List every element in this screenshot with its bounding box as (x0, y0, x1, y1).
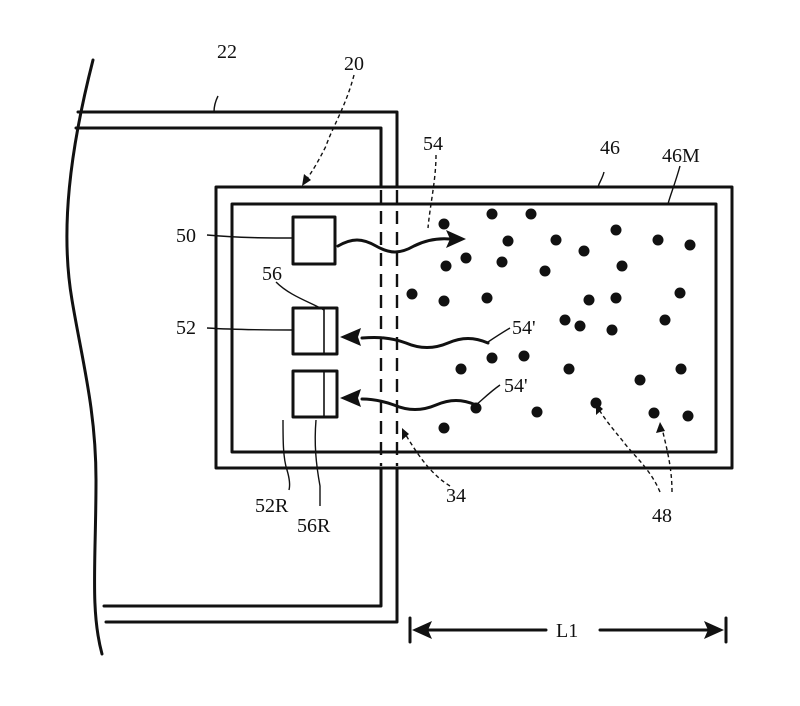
label-filter: 56 (262, 263, 282, 285)
container-inner-wall (230, 202, 718, 454)
label-transmitter: 50 (176, 225, 196, 247)
particle-dot (496, 256, 508, 268)
reference-receiver-box (291, 369, 339, 419)
particle-dot (406, 288, 418, 300)
particle-dot (610, 224, 622, 236)
label-reference-filter: 56R (297, 515, 331, 537)
particle-dot (470, 402, 482, 414)
particle-dot (455, 363, 467, 375)
label-particles: 48 (652, 505, 672, 527)
particle-dot (518, 350, 530, 362)
particle-dot (684, 239, 696, 251)
particle-dot (460, 252, 472, 264)
particle-dot (486, 352, 498, 364)
particle-dot (438, 295, 450, 307)
particle-dot (652, 234, 664, 246)
particle-dot (682, 410, 694, 422)
particles-group (406, 208, 696, 434)
particle-dot (659, 314, 671, 326)
particle-dot (440, 260, 452, 272)
container-outer-wall (214, 185, 734, 470)
particle-dot (550, 234, 562, 246)
particle-dot (583, 294, 595, 306)
housing-outline (65, 58, 399, 656)
particle-dot (525, 208, 537, 220)
particle-dot (634, 374, 646, 386)
label-window: 34 (446, 485, 466, 507)
particle-dot (502, 235, 514, 247)
label-container: 46 (600, 137, 620, 159)
emitted-light-ray (336, 230, 466, 254)
receiver-box (291, 306, 339, 356)
particle-dot (578, 245, 590, 257)
returned-light-ray-b (340, 389, 478, 411)
particle-dot (648, 407, 660, 419)
transmitter-box (291, 215, 337, 266)
particle-dot (438, 422, 450, 434)
leader-lines (206, 74, 681, 506)
particle-dot (531, 406, 543, 418)
label-module: 20 (344, 53, 364, 75)
label-returned-light-a: 54' (512, 317, 536, 339)
particle-dot (481, 292, 493, 304)
label-emitted-light: 54 (423, 133, 443, 155)
label-returned-light-b: 54' (504, 375, 528, 397)
returned-light-ray-a (340, 328, 490, 349)
label-housing: 22 (217, 41, 237, 63)
dimension-l1 (408, 616, 728, 644)
label-receiver: 52 (176, 317, 196, 339)
particle-dot (674, 287, 686, 299)
particle-dot (574, 320, 586, 332)
particle-dot (616, 260, 628, 272)
label-reference-receiver: 52R (255, 495, 289, 517)
particle-dot (563, 363, 575, 375)
particle-dot (438, 218, 450, 230)
particle-dot (559, 314, 571, 326)
label-container-interior: 46M (662, 145, 700, 167)
particle-dot (486, 208, 498, 220)
particle-dot (675, 363, 687, 375)
particle-dot (539, 265, 551, 277)
particle-dot (610, 292, 622, 304)
particle-dot (606, 324, 618, 336)
label-length: L1 (556, 620, 578, 642)
